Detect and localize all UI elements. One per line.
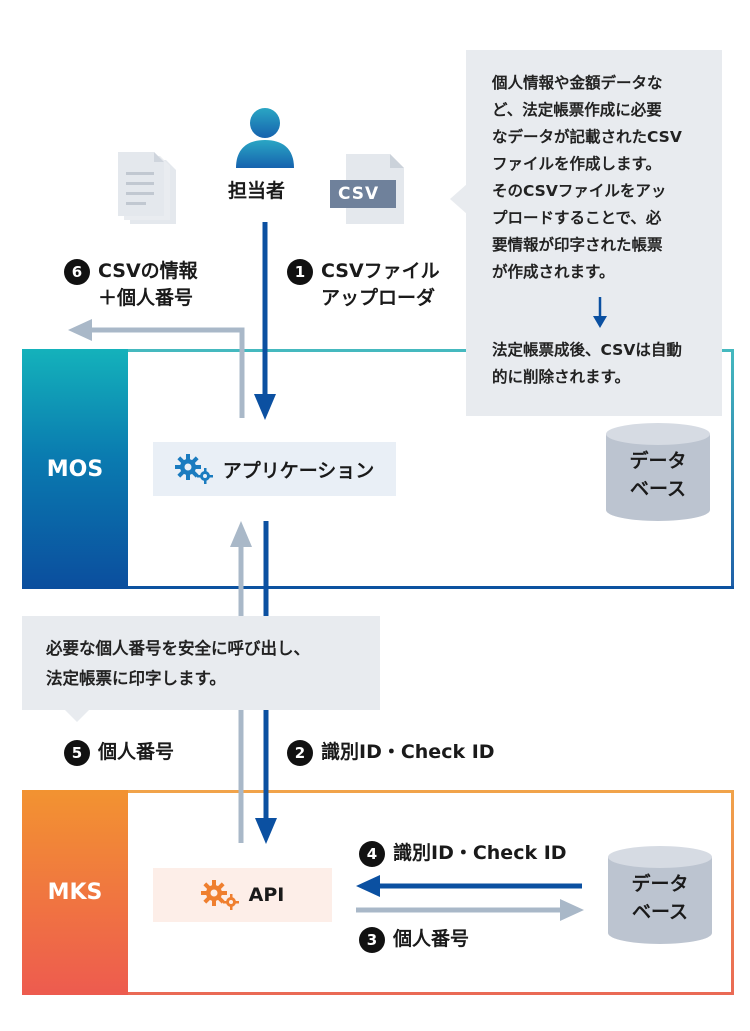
arrow-step-3 — [356, 899, 584, 921]
callout-top-text: 個人情報や金額データな ど、法定帳票作成に必要 なデータが記載されたCSV ファ… — [492, 74, 682, 281]
api-box: API — [153, 868, 332, 922]
step-6-badge: 6 — [64, 259, 90, 285]
document-stack-icon — [118, 152, 176, 224]
callout-mid-pointer — [64, 709, 90, 722]
step-3-badge: 3 — [359, 927, 385, 953]
step-1-badge: 1 — [287, 259, 313, 285]
callout-csv-description: 個人情報や金額データな ど、法定帳票作成に必要 なデータが記載されたCSV ファ… — [466, 50, 722, 416]
gear-icon — [174, 454, 213, 484]
step-1: 1 CSVファイル アップローダ — [287, 258, 440, 312]
step-1-line2: アップローダ — [321, 287, 436, 309]
mos-database-label: データ ベース — [629, 450, 687, 500]
step-1-line1: CSVファイル — [321, 260, 440, 282]
callout-top-text-after: 法定帳票成後、CSVは自動 的に削除されます。 — [492, 341, 682, 386]
step-3-line1: 個人番号 — [393, 928, 470, 950]
mks-database-label: データ ベース — [631, 873, 689, 923]
csv-file-icon — [330, 154, 404, 224]
application-box: アプリケーション — [153, 442, 396, 496]
step-5-line1: 個人番号 — [98, 741, 175, 763]
step-5: 5 個人番号 — [64, 739, 174, 766]
step-4-line1: 識別ID・Check ID — [393, 842, 567, 864]
mos-label: MOS — [22, 349, 128, 589]
step-3: 3 個人番号 — [359, 926, 469, 953]
mks-label: MKS — [22, 790, 128, 995]
mos-system-frame — [22, 349, 734, 589]
step-6-line2: ＋個人番号 — [98, 287, 194, 309]
arrow-step-1 — [254, 222, 276, 420]
user-label: 担当者 — [228, 180, 286, 202]
callout-top-pointer — [450, 184, 467, 214]
person-icon — [236, 108, 294, 168]
step-6-line1: CSVの情報 — [98, 260, 198, 282]
database-icon — [608, 846, 712, 944]
step-2: 2 識別ID・Check ID — [287, 739, 495, 766]
step-2-line1: 識別ID・Check ID — [321, 741, 495, 763]
step-4: 4 識別ID・Check ID — [359, 840, 567, 867]
step-2-badge: 2 — [287, 740, 313, 766]
step-6: 6 CSVの情報 ＋個人番号 — [64, 258, 198, 312]
application-label: アプリケーション — [222, 459, 375, 482]
callout-api-description: 必要な個人番号を安全に呼び出し、 法定帳票に印字します。 — [22, 616, 380, 710]
arrow-step-6 — [68, 319, 245, 418]
api-label: API — [248, 884, 285, 906]
database-icon — [606, 423, 710, 521]
step-5-badge: 5 — [64, 740, 90, 766]
gear-icon — [200, 880, 239, 910]
mks-system-frame — [22, 790, 734, 995]
step-4-badge: 4 — [359, 841, 385, 867]
callout-mid-text: 必要な個人番号を安全に呼び出し、 法定帳票に印字します。 — [46, 639, 310, 688]
callout-down-arrow-icon — [593, 297, 607, 328]
csv-file-label: CSV — [338, 184, 380, 204]
arrow-step-4 — [356, 875, 582, 897]
